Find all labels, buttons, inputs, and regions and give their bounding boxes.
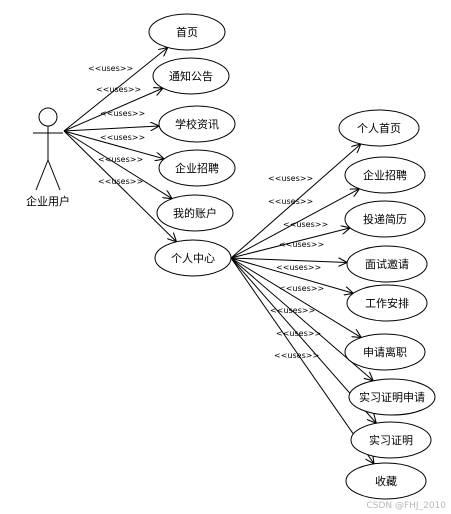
use-case-label: 个人首页 xyxy=(357,121,401,135)
use-case-label: 实习证明 xyxy=(369,433,413,447)
association-personal-8 xyxy=(230,257,374,464)
use-case-label: 通知公告 xyxy=(169,69,213,83)
use-case-personal-8[interactable]: 收藏 xyxy=(345,462,427,500)
uses-stereotype-primary-4: <<uses>> xyxy=(98,155,143,164)
uses-stereotype-primary-5: <<uses>> xyxy=(98,177,143,186)
association-primary-1 xyxy=(63,88,163,132)
association-personal-2 xyxy=(230,228,350,259)
use-case-primary-2[interactable]: 学校资讯 xyxy=(158,105,236,143)
uses-stereotype-primary-0: <<uses>> xyxy=(88,64,133,73)
use-case-label: 学校资讯 xyxy=(175,117,219,131)
uses-stereotype-primary-1: <<uses>> xyxy=(96,85,141,94)
use-case-ellipse[interactable] xyxy=(345,462,427,500)
use-case-label: 企业招聘 xyxy=(175,161,219,175)
association-primary-2 xyxy=(63,126,159,132)
use-case-personal-6[interactable]: 实习证明申请 xyxy=(348,378,436,416)
association-primary-4 xyxy=(63,130,172,199)
use-case-label: 实习证明申请 xyxy=(359,390,425,404)
use-case-primary-5[interactable]: 个人中心 xyxy=(154,239,232,277)
uses-stereotype-personal-3: <<uses>> xyxy=(279,240,324,249)
uses-stereotype-primary-2: <<uses>> xyxy=(100,109,145,118)
uses-stereotype-personal-6: <<uses>> xyxy=(270,306,315,315)
use-case-ellipse[interactable] xyxy=(338,109,420,147)
uses-stereotype-personal-1: <<uses>> xyxy=(268,197,313,206)
association-primary-5 xyxy=(63,130,177,242)
use-case-personal-5[interactable]: 申请离职 xyxy=(344,333,426,371)
uses-stereotype-personal-4: <<uses>> xyxy=(276,263,321,272)
actor-figure[interactable] xyxy=(33,107,63,191)
use-case-ellipse[interactable] xyxy=(348,378,436,416)
use-case-ellipse[interactable] xyxy=(346,284,428,322)
use-case-personal-3[interactable]: 面试邀请 xyxy=(346,245,428,283)
uses-stereotype-primary-3: <<uses>> xyxy=(100,133,145,142)
watermark: CSDN @FHJ_2010 xyxy=(366,501,446,511)
use-case-ellipse[interactable] xyxy=(350,421,432,459)
association-primary-3 xyxy=(63,130,164,159)
use-case-label: 投递简历 xyxy=(363,212,407,226)
use-case-ellipse[interactable] xyxy=(148,13,226,51)
use-case-ellipse[interactable] xyxy=(152,57,230,95)
use-case-ellipse[interactable] xyxy=(344,200,426,238)
use-case-ellipse[interactable] xyxy=(158,105,236,143)
use-case-ellipse[interactable] xyxy=(158,149,236,187)
association-primary-0 xyxy=(63,48,168,132)
uses-stereotype-personal-5: <<uses>> xyxy=(279,284,324,293)
use-case-personal-7[interactable]: 实习证明 xyxy=(350,421,432,459)
use-case-ellipse[interactable] xyxy=(154,239,232,277)
stereotype-labels: <<uses>> <<uses>> <<uses>> <<uses>> <<uses>>… xyxy=(88,64,328,360)
use-case-ellipse[interactable] xyxy=(344,156,426,194)
association-lines xyxy=(63,48,376,464)
association-personal-1 xyxy=(230,189,359,259)
uses-stereotype-personal-8: <<uses>> xyxy=(274,351,319,360)
use-case-personal-4[interactable]: 工作安排 xyxy=(346,284,428,322)
uses-stereotype-personal-7: <<uses>> xyxy=(276,329,321,338)
use-case-label: 企业招聘 xyxy=(363,168,407,182)
use-case-label: 面试邀请 xyxy=(365,257,409,271)
use-case-personal-1[interactable]: 企业招聘 xyxy=(344,156,426,194)
use-case-primary-0[interactable]: 首页 xyxy=(148,13,226,51)
use-case-personal-0[interactable]: 个人首页 xyxy=(338,109,420,147)
association-personal-0 xyxy=(230,144,361,259)
use-case-primary-3[interactable]: 企业招聘 xyxy=(158,149,236,187)
use-case-ellipse[interactable] xyxy=(156,194,234,232)
uses-stereotype-personal-0: <<uses>> xyxy=(268,174,313,183)
association-personal-5 xyxy=(230,257,361,338)
use-case-label: 申请离职 xyxy=(363,345,407,359)
actor-label: 企业用户 xyxy=(26,194,70,208)
use-case-primary-1[interactable]: 通知公告 xyxy=(152,57,230,95)
use-case-ellipse[interactable] xyxy=(344,333,426,371)
use-case-label: 收藏 xyxy=(375,474,397,488)
use-case-label: 个人中心 xyxy=(171,252,215,265)
use-case-ellipse[interactable] xyxy=(346,245,428,283)
use-case-primary-4[interactable]: 我的账户 xyxy=(156,194,234,232)
use-case-personal-2[interactable]: 投递简历 xyxy=(344,200,426,238)
association-personal-3 xyxy=(230,257,347,262)
use-case-label: 我的账户 xyxy=(173,206,217,220)
use-case-label: 首页 xyxy=(176,25,198,39)
use-case-label: 工作安排 xyxy=(365,296,409,310)
association-personal-4 xyxy=(230,257,353,293)
uses-stereotype-personal-2: <<uses>> xyxy=(283,220,328,229)
